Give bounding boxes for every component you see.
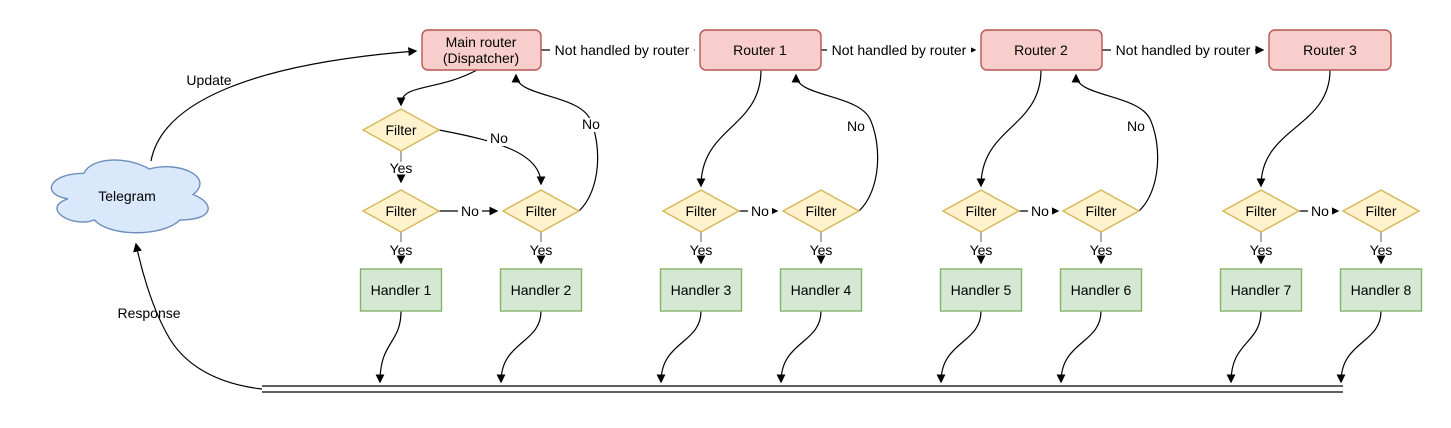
yes-label: Yes (390, 160, 413, 176)
yes-label: Yes (1250, 242, 1273, 258)
no-label: No (461, 203, 479, 219)
response-label: Response (117, 305, 180, 321)
handler-3-node (659, 268, 743, 312)
label-bg (844, 120, 868, 134)
not-handled-label: Not handled by router (1116, 42, 1251, 58)
no-label: No (582, 116, 600, 132)
no-label: No (751, 203, 769, 219)
edge-handler6-to-bus (1056, 310, 1102, 384)
no-label: No (490, 130, 508, 146)
router-3-node (1268, 29, 1392, 71)
label-bg (1111, 43, 1255, 57)
label-bg (748, 204, 772, 218)
edge-handler3-to-bus (656, 310, 702, 384)
yes-label: Yes (1090, 242, 1113, 258)
filter-label: Filter (965, 203, 996, 219)
filter-label: Filter (1085, 203, 1116, 219)
label-bg (1308, 204, 1332, 218)
handler-2-node (499, 268, 583, 312)
handler-8-label: Handler 8 (1351, 282, 1412, 298)
yes-label: Yes (810, 242, 833, 258)
edge-handler4-to-bus (776, 310, 822, 384)
router-1-label: Router 1 (733, 42, 787, 58)
edge-handler2-to-bus (496, 310, 542, 384)
main-router-label-line1: Main router (446, 34, 517, 50)
filter-diamond (941, 189, 1021, 233)
filter-label: Filter (685, 203, 716, 219)
label-bg (1124, 120, 1148, 134)
not-handled-label: Not handled by router (555, 42, 690, 58)
label-bg (579, 118, 603, 132)
yes-label: Yes (390, 242, 413, 258)
yes-label: Yes (1370, 242, 1393, 258)
edge-router1-to-filter (696, 69, 762, 188)
handler-4-label: Handler 4 (791, 282, 852, 298)
main-router-label-line2: (Dispatcher) (443, 50, 519, 66)
filter-diamond (1221, 189, 1301, 233)
label-bg (1028, 204, 1052, 218)
no-label: No (1311, 203, 1329, 219)
edge-no-back-to-router1 (791, 73, 879, 212)
filter-label: Filter (525, 203, 556, 219)
handler-7-node (1219, 268, 1303, 312)
label-bg (458, 204, 482, 218)
router-2-label: Router 2 (1014, 42, 1068, 58)
update-label: Update (186, 72, 231, 88)
edge-top-filter-no (438, 129, 546, 186)
handler-8-node (1339, 268, 1423, 312)
response-edge (133, 242, 263, 390)
main-router-node (421, 29, 542, 71)
yes-label: Yes (970, 242, 993, 258)
handler-1-node (359, 268, 443, 312)
edge-router3-to-filter (1256, 69, 1331, 188)
telegram-cloud (50, 159, 209, 234)
filter-diamond (501, 189, 581, 233)
label-bg (827, 43, 971, 57)
handler-5-label: Handler 5 (951, 282, 1012, 298)
handler-2-label: Handler 2 (511, 282, 572, 298)
filter-diamond (781, 189, 861, 233)
yes-label: Yes (530, 242, 553, 258)
no-label: No (1127, 118, 1145, 134)
handler-1-label: Handler 1 (371, 282, 432, 298)
edge-no-back-to-main (511, 73, 599, 212)
telegram-cloud-label: Telegram (98, 188, 156, 204)
filter-diamond (1061, 189, 1141, 233)
edge-router2-to-filter (976, 69, 1042, 188)
edge-handler5-to-bus (936, 310, 982, 384)
filter-label: Filter (1365, 203, 1396, 219)
filter-diamond-top (361, 108, 441, 152)
handler-5-node (939, 268, 1023, 312)
edge-handler7-to-bus (1226, 310, 1262, 384)
label-bg (487, 132, 511, 146)
router-2-node (980, 29, 1103, 71)
handler-7-label: Handler 7 (1231, 282, 1292, 298)
handler-3-label: Handler 3 (671, 282, 732, 298)
router-1-node (699, 29, 822, 71)
not-handled-label: Not handled by router (832, 42, 967, 58)
update-edge (150, 47, 418, 162)
edge-main-to-top-filter (396, 69, 478, 107)
label-bg (550, 43, 694, 57)
handler-6-label: Handler 6 (1071, 282, 1132, 298)
router-3-label: Router 3 (1303, 42, 1357, 58)
filter-diamond (661, 189, 741, 233)
no-label: No (1031, 203, 1049, 219)
filter-label: Filter (385, 203, 416, 219)
handler-4-node (779, 268, 863, 312)
yes-label: Yes (690, 242, 713, 258)
filter-label: Filter (1245, 203, 1276, 219)
edge-handler1-to-bus (375, 310, 402, 384)
filter-diamond (1341, 189, 1421, 233)
edge-no-back-to-router2 (1071, 73, 1159, 212)
filter-label: Filter (805, 203, 836, 219)
filter-diamond (361, 189, 441, 233)
filter-label: Filter (385, 122, 416, 138)
edge-handler8-to-bus (1336, 310, 1382, 384)
response-bus-line (262, 385, 1343, 393)
handler-6-node (1059, 268, 1143, 312)
no-label: No (847, 118, 865, 134)
